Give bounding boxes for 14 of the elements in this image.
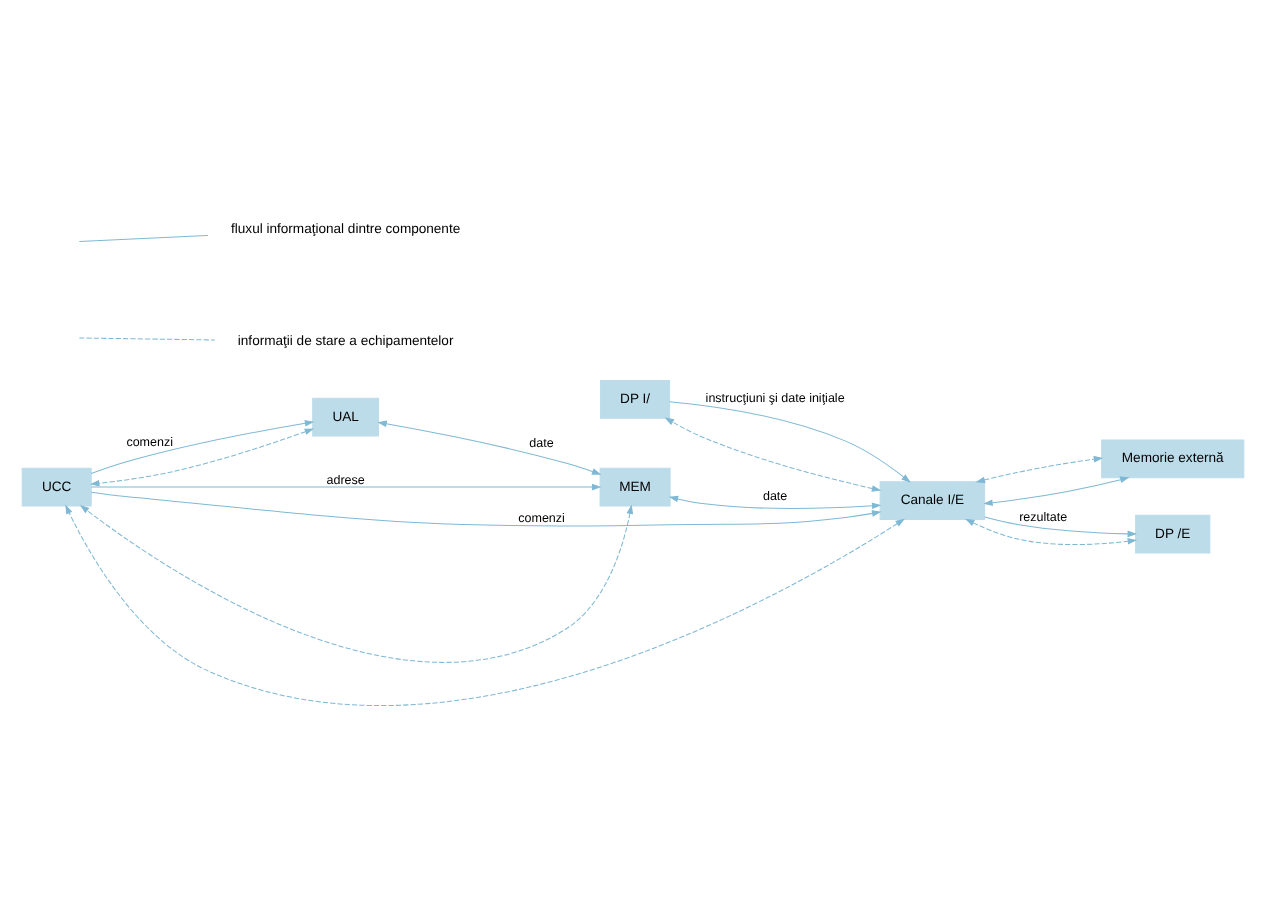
arrow bbox=[79, 504, 634, 663]
arrow bbox=[65, 504, 905, 706]
arrow bbox=[377, 420, 602, 475]
arrow bbox=[89, 428, 315, 487]
arrow bbox=[90, 491, 882, 527]
arrow bbox=[984, 516, 1137, 538]
arrow bbox=[90, 420, 315, 475]
arrow bbox=[983, 476, 1130, 506]
arrow bbox=[965, 518, 1138, 546]
arrow bbox=[975, 455, 1104, 484]
arrow bbox=[668, 495, 882, 510]
arrow bbox=[669, 401, 911, 483]
arrow bbox=[90, 483, 602, 491]
arrow bbox=[664, 417, 882, 492]
